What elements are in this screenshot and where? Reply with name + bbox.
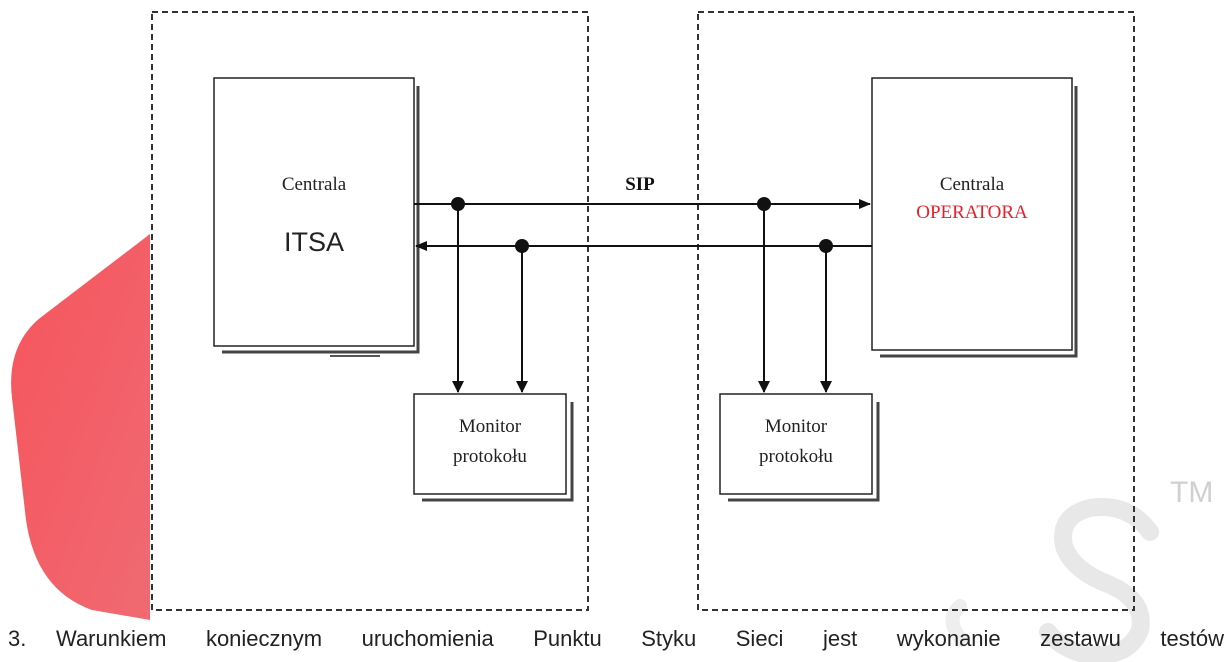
left-switch-name: ITSA <box>284 227 344 257</box>
left-monitor-line2: protokołu <box>453 446 527 467</box>
left-protocol-monitor-box <box>413 393 574 502</box>
watermark-trademark: TM <box>1170 476 1213 509</box>
network-diagram: Centrala ITSA Centrala OPERATORA SIP Mon… <box>151 11 1135 611</box>
right-domain-boundary <box>697 11 1135 611</box>
left-domain-boundary <box>151 11 589 611</box>
watermark-gray-letter <box>1039 498 1159 662</box>
left-switch-title: Centrala <box>282 174 347 195</box>
right-switch-box <box>871 77 1078 358</box>
paragraph-number: 3. <box>8 626 27 651</box>
numbered-paragraph: 3. Warunkiem koniecznym uruchomienia Pun… <box>0 626 1226 662</box>
left-switch-box <box>213 77 420 357</box>
watermark-red-shape <box>11 234 150 620</box>
right-monitor-line2: protokołu <box>759 446 833 467</box>
left-monitor-line1: Monitor <box>459 416 522 437</box>
right-switch-name: OPERATORA <box>916 202 1028 223</box>
right-protocol-monitor-box <box>719 393 880 502</box>
sip-link-label: SIP <box>625 174 655 195</box>
paragraph-text: Warunkiem koniecznym uruchomienia Punktu… <box>56 626 1224 651</box>
right-monitor-line1: Monitor <box>765 416 828 437</box>
right-switch-title: Centrala <box>940 174 1005 195</box>
watermark-gray-arc <box>945 599 969 647</box>
